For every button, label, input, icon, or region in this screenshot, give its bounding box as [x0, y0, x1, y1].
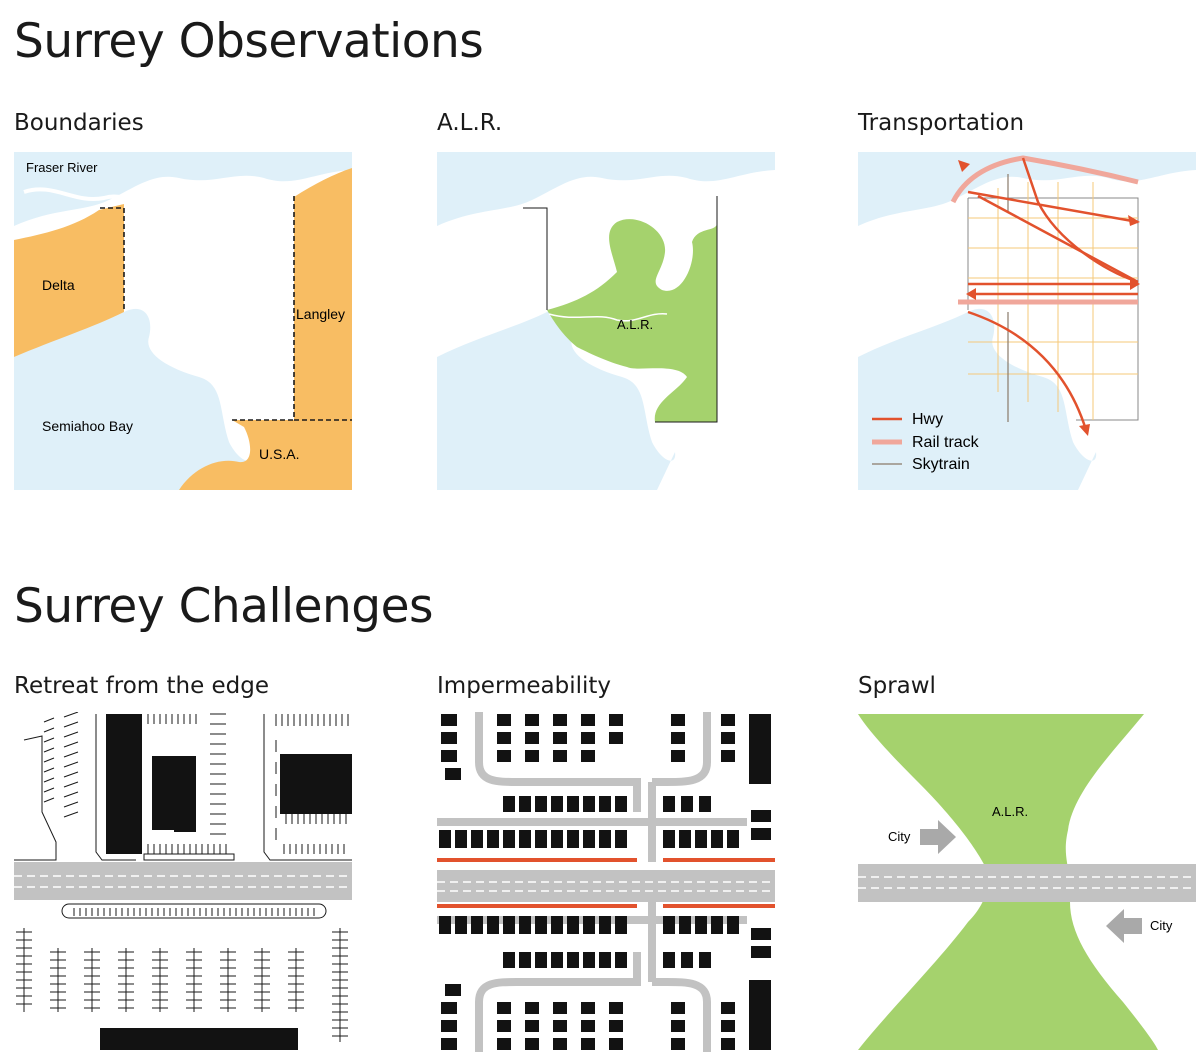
label-semiahoo-bay: Semiahoo Bay — [42, 418, 133, 434]
surrey-outline — [967, 197, 1139, 421]
south-parking — [16, 903, 348, 1042]
legend-skytrain-label: Skytrain — [912, 456, 970, 473]
legend-rail-label: Rail track — [912, 434, 980, 451]
retreat-diagram — [14, 712, 352, 1052]
transportation-title: Transportation — [858, 110, 1025, 136]
transportation-map: Hwy Rail track Skytrain — [858, 152, 1196, 490]
bay-water — [14, 308, 253, 490]
impermeability-title: Impermeability — [437, 673, 612, 699]
fraser-river-water — [858, 152, 1196, 226]
sprawl-diagram: A.L.R. City City — [858, 712, 1196, 1052]
delta-region — [14, 204, 124, 357]
house-lots-north — [439, 714, 771, 848]
fraser-river-water — [14, 152, 352, 226]
langley-region — [294, 168, 352, 420]
sprawl-label-city-right: City — [1150, 918, 1173, 933]
boundaries-map: Fraser River Delta Langley Semiahoo Bay … — [14, 152, 352, 490]
house-lots-south — [439, 916, 771, 1050]
big-box-buildings — [100, 714, 352, 1050]
alr-title: A.L.R. — [437, 110, 503, 136]
arterial-road — [14, 862, 352, 900]
delta-boundary — [100, 207, 125, 312]
label-usa: U.S.A. — [259, 446, 299, 462]
sprawl-label-city-left: City — [888, 829, 911, 844]
bay-water — [858, 308, 1097, 490]
alr-map: A.L.R. — [437, 152, 775, 490]
surrey-boundary — [523, 196, 718, 423]
highways — [967, 157, 1139, 431]
impermeability-diagram — [437, 712, 775, 1052]
sprawl-label-alr: A.L.R. — [992, 804, 1028, 819]
city-arrow-left-icon — [1106, 909, 1142, 943]
city-arrow-right-icon — [920, 820, 956, 854]
sound-walls — [437, 858, 775, 908]
river-channel — [23, 187, 155, 205]
fraser-river-water — [437, 152, 775, 226]
challenges-title: Surrey Challenges — [14, 579, 434, 634]
usa-region — [179, 420, 352, 490]
label-delta: Delta — [42, 277, 75, 293]
parking-lot-outlines — [14, 714, 352, 861]
label-alr: A.L.R. — [617, 317, 653, 332]
label-langley: Langley — [296, 306, 345, 322]
boundaries-title: Boundaries — [14, 110, 144, 136]
bay-water — [437, 308, 676, 490]
observations-title: Surrey Observations — [14, 14, 484, 69]
parking-stalls — [43, 712, 349, 854]
legend-hwy-label: Hwy — [912, 411, 943, 428]
sprawl-title: Sprawl — [858, 673, 936, 699]
highway-arrowheads — [958, 160, 1140, 436]
alr-stream — [548, 313, 668, 322]
retreat-title: Retreat from the edge — [14, 673, 270, 699]
label-fraser-river: Fraser River — [26, 160, 98, 175]
collector-road — [437, 870, 775, 902]
highway-band — [858, 864, 1196, 902]
langley-boundary — [293, 196, 352, 421]
